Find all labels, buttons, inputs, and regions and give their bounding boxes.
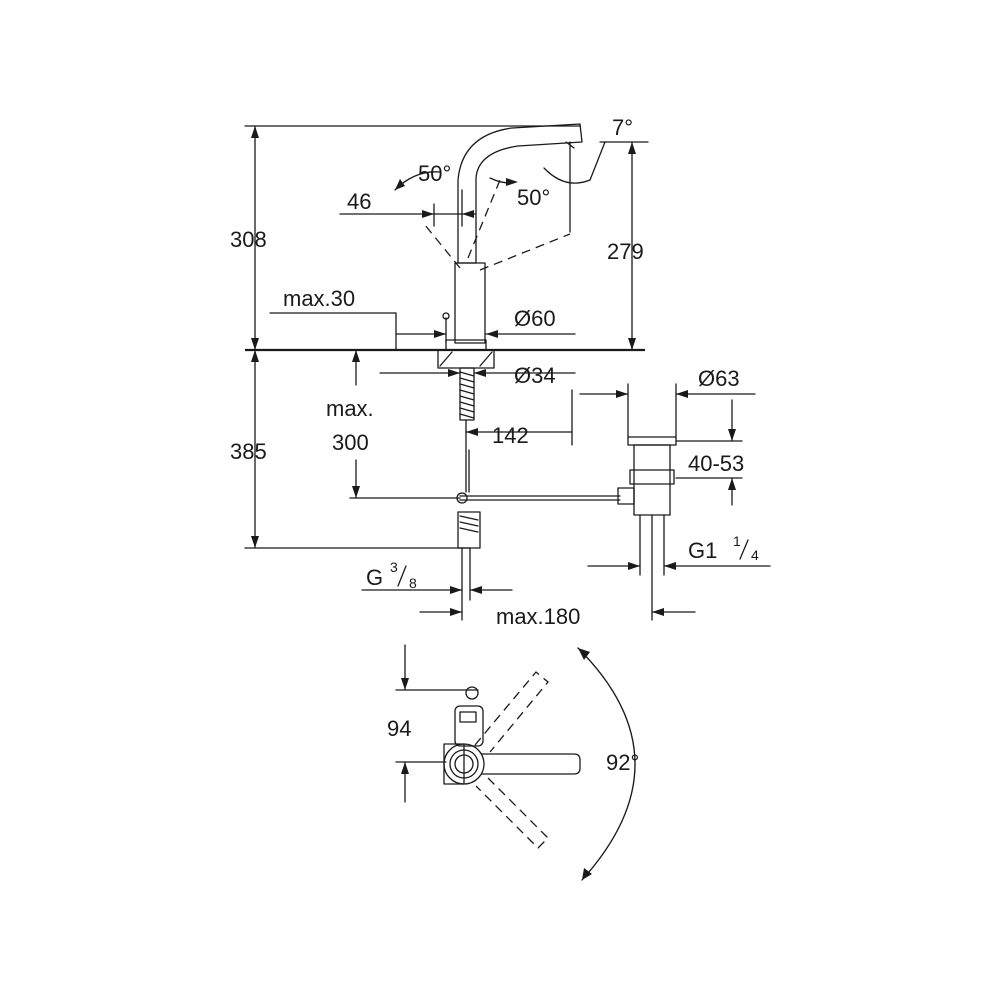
- label-50-left: 50°: [418, 161, 451, 186]
- label-max30: max.30: [283, 286, 355, 311]
- top-view: 94 92°: [387, 644, 639, 881]
- waste-flange: [627, 436, 677, 446]
- arrow-g1-right: [664, 562, 676, 570]
- arrow-g38-right: [470, 586, 482, 594]
- arrow-279-top: [628, 142, 636, 154]
- lever-dashed-up: [474, 671, 549, 753]
- faucet-base: [445, 339, 487, 351]
- spout-top-body: [454, 705, 484, 747]
- arrow-dia34-right: [474, 369, 486, 377]
- label-308: 308: [230, 227, 267, 252]
- lever-dashed-down: [475, 777, 549, 849]
- label-142: 142: [492, 423, 529, 448]
- label-dia60: Ø60: [514, 306, 556, 331]
- label-50-right: 50°: [517, 185, 550, 210]
- arrow-308-top: [251, 126, 259, 138]
- spout-outline: [457, 123, 583, 264]
- label-dia63: Ø63: [698, 366, 740, 391]
- waste-body: [633, 444, 671, 516]
- label-g38-denominator: 8: [409, 575, 417, 591]
- arrow-4053-bottom: [728, 478, 736, 490]
- waste-lever-box: [617, 487, 635, 505]
- popup-knob: [442, 312, 450, 320]
- arc-92: [577, 647, 636, 881]
- label-279: 279: [607, 239, 644, 264]
- label-40-53: 40-53: [688, 451, 744, 476]
- fixing-hatch-1: [439, 351, 453, 367]
- label-7deg: 7°: [612, 115, 633, 140]
- label-g: G: [366, 565, 383, 590]
- lever-center-dashed: [467, 179, 501, 259]
- arrow-92-top: [578, 648, 590, 660]
- label-g1-denominator: 4: [751, 547, 759, 563]
- arrow-max300-top: [352, 350, 360, 362]
- arrow-dia60: [486, 330, 498, 338]
- arrow-92-bottom: [582, 868, 592, 880]
- arrow-g38-left: [450, 586, 462, 594]
- arrow-dia34-left: [448, 369, 460, 377]
- fraction-slash-g1: [739, 539, 749, 560]
- arrow-dia63-right: [676, 390, 688, 398]
- waste-nut: [629, 469, 675, 485]
- label-g1-numerator: 1: [733, 533, 741, 549]
- spout-top-outlet: [459, 711, 477, 723]
- fraction-slash-g38: [397, 565, 407, 587]
- arrow-308-bottom: [251, 338, 259, 350]
- label-385: 385: [230, 439, 267, 464]
- lever-dashed-right: [479, 233, 571, 271]
- arc-7: [543, 167, 591, 184]
- angle-valve-thread: [459, 515, 479, 533]
- arrow-max180-right: [652, 608, 664, 616]
- arrow-46-right: [462, 210, 474, 218]
- label-g38-numerator: 3: [390, 559, 398, 575]
- arrow-4053-top: [728, 429, 736, 441]
- stud-thread: [459, 371, 475, 419]
- label-max: max.: [326, 396, 374, 421]
- arrow-279-bottom: [628, 338, 636, 350]
- arrow-46-left: [422, 210, 434, 218]
- label-g1: G1: [688, 538, 717, 563]
- label-46: 46: [347, 189, 371, 214]
- faucet-body: [454, 262, 486, 344]
- popup-knob-top: [465, 686, 479, 700]
- arrow-385-bottom: [251, 536, 259, 548]
- label-300: 300: [332, 430, 369, 455]
- label-94: 94: [387, 716, 411, 741]
- arrow-max180-left: [450, 608, 462, 616]
- leader-7: [589, 141, 606, 181]
- lever-top: [481, 753, 581, 775]
- base-left-tab: [443, 743, 465, 785]
- arrow-g1-left: [628, 562, 640, 570]
- lever-dashed-left: [424, 224, 461, 269]
- arrow-94-top: [401, 678, 409, 690]
- arrow-94-bottom: [401, 762, 409, 774]
- label-max180: max.180: [496, 604, 580, 629]
- label-92deg: 92°: [606, 750, 639, 775]
- front-view: 308 385 279 7° 50° 50° 46: [230, 115, 771, 629]
- arrow-385-top: [251, 350, 259, 362]
- arrow-50-right: [506, 178, 518, 186]
- arrow-dia63-left: [616, 390, 628, 398]
- arrow-max300-bottom: [352, 486, 360, 498]
- fixing-hatch-2: [479, 351, 493, 367]
- arrow-50-left: [395, 179, 405, 190]
- arrow-142: [466, 428, 478, 436]
- arrow-max30: [434, 330, 446, 338]
- label-dia34: Ø34: [514, 363, 556, 388]
